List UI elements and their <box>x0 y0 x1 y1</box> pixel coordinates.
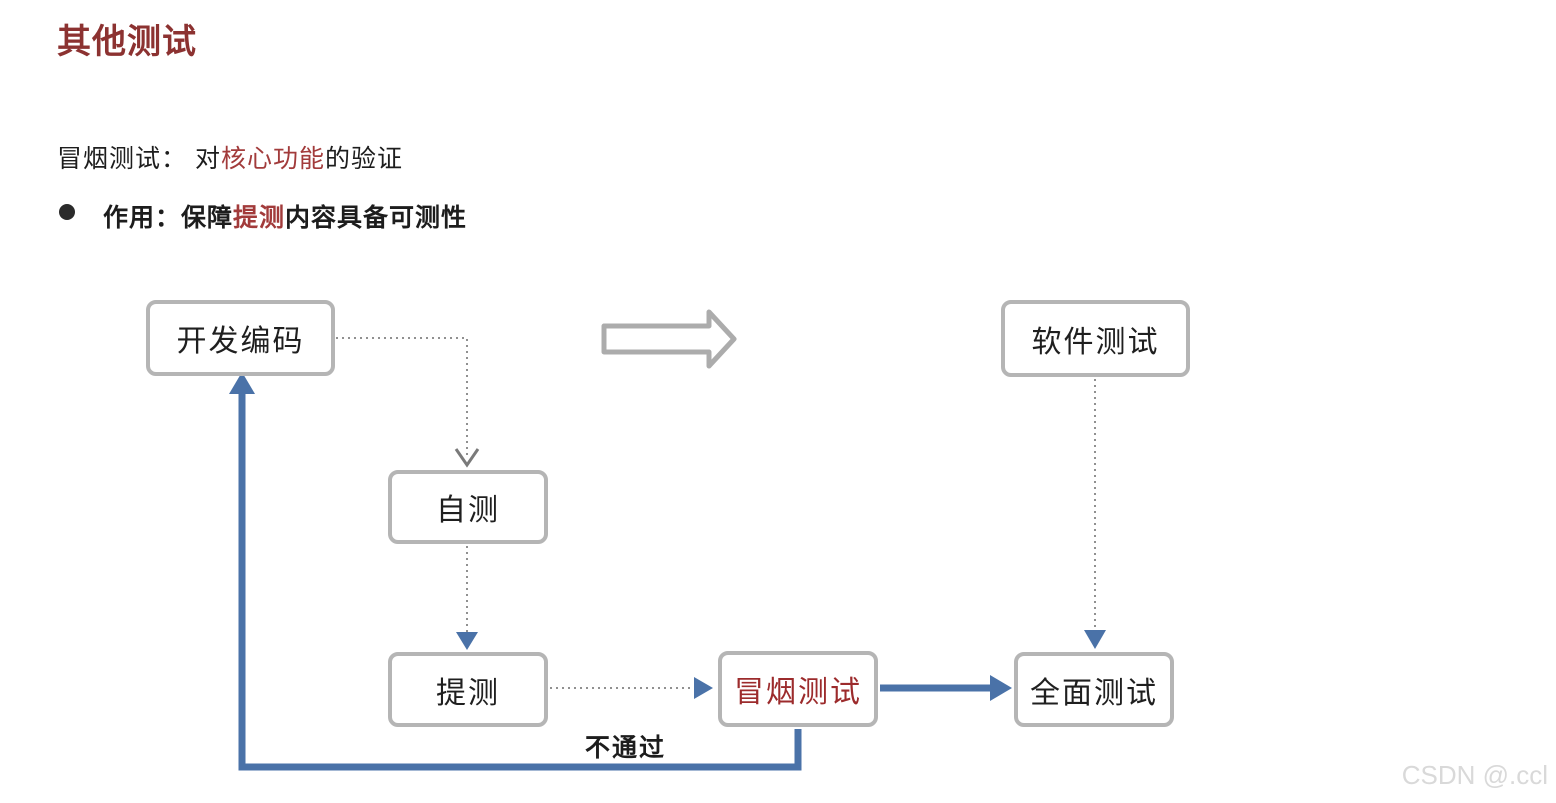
node-label: 冒烟测试 <box>734 676 862 709</box>
edge-label-not-passed: 不通过 <box>585 734 667 762</box>
bullet-post: 内容具备可测性 <box>285 204 468 232</box>
node-label: 软件测试 <box>1031 325 1160 359</box>
bullet-highlight: 提测 <box>233 204 286 232</box>
page-title: 其他测试 <box>57 23 197 61</box>
node-software-testing: 软件测试 <box>1001 300 1190 377</box>
intro-post: 的验证 <box>325 145 404 173</box>
node-label: 开发编码 <box>176 325 305 358</box>
node-label: 自测 <box>436 494 500 527</box>
edge-submit-to-smoke-arrowhead <box>694 677 713 699</box>
edge-self-to-submit-arrowhead <box>456 632 478 650</box>
node-full-test: 全面测试 <box>1014 652 1174 727</box>
intro-highlight: 核心功能 <box>220 145 325 173</box>
bullet-text: 作用：保障提测内容具备可测性 <box>103 198 467 234</box>
node-smoke-test: 冒烟测试 <box>718 651 878 727</box>
edge-smoke-to-dev-arrowhead <box>229 372 255 394</box>
edge-software-to-full-arrowhead <box>1084 630 1106 649</box>
node-dev-coding: 开发编码 <box>146 300 335 376</box>
edge-smoke-to-full-arrowhead <box>990 675 1012 701</box>
edge-smoke-to-dev-loop <box>238 386 802 771</box>
bullet-dot <box>59 204 75 220</box>
intro-term: 冒烟测试： <box>57 145 188 173</box>
node-submit-test: 提测 <box>388 652 548 727</box>
intro-text: 冒烟测试： 对核心功能的验证 <box>57 139 403 175</box>
hollow-right-arrow <box>601 309 737 369</box>
intro-pre: 对 <box>194 145 221 173</box>
edge-dev-to-self-arrowhead <box>454 448 480 468</box>
node-label: 提测 <box>436 676 500 710</box>
node-label: 全面测试 <box>1030 676 1158 710</box>
watermark: CSDN @.ccl <box>1401 760 1548 790</box>
node-self-test: 自测 <box>388 470 548 544</box>
bullet-pre: 作用：保障 <box>103 204 234 232</box>
edge-dev-to-self <box>336 337 468 458</box>
